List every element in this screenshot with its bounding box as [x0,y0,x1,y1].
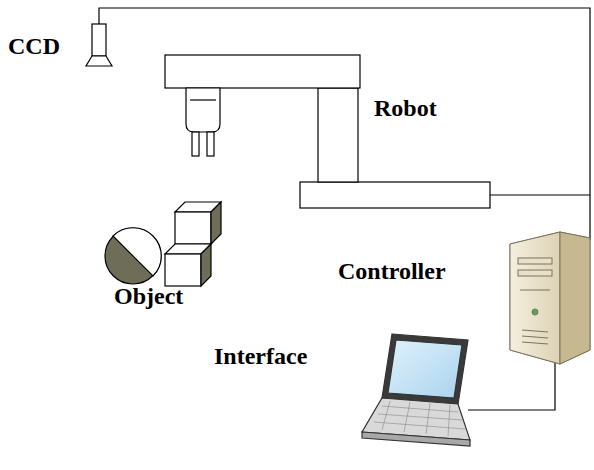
ccd-wire [99,8,590,240]
part-label: Robot [374,96,437,120]
part-label: Object [114,284,183,308]
object-shapes [105,202,221,286]
robot-wire [490,194,590,195]
interface-wire [468,356,555,410]
part-label: CCD [8,34,60,58]
controller-tower [510,232,590,364]
part-label: Interface [214,344,307,368]
robot-arm [165,55,490,208]
wires [99,8,590,410]
part-label: Controller [338,259,446,283]
laptop [362,334,470,446]
ccd-camera [86,24,112,66]
